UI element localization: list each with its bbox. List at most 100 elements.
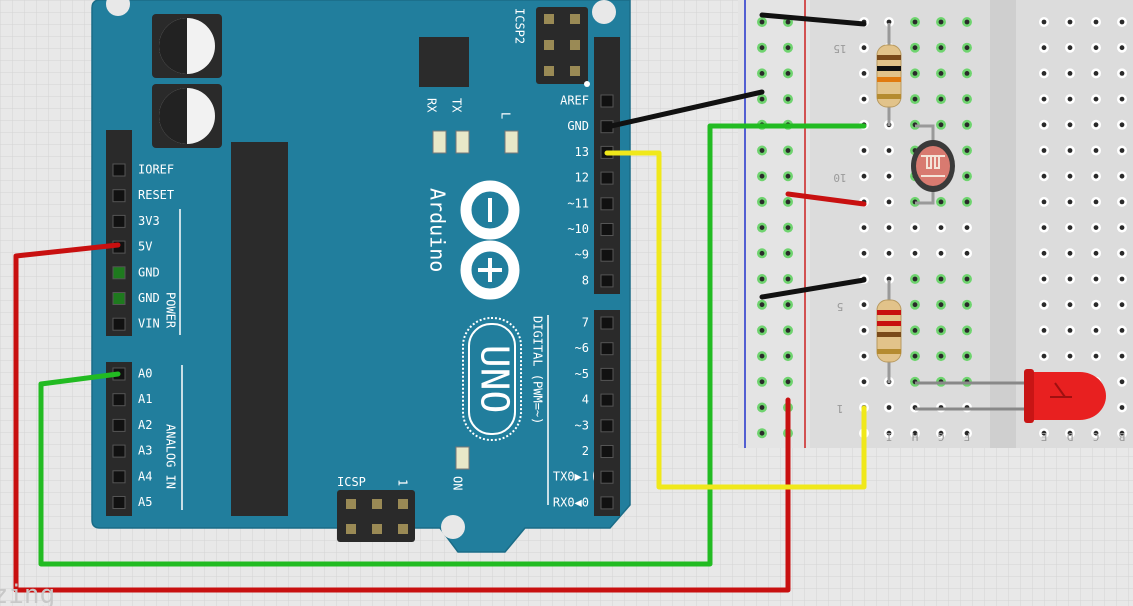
digital-header-upper bbox=[594, 37, 620, 294]
capacitor bbox=[152, 14, 222, 78]
resistor-top[interactable] bbox=[876, 23, 902, 126]
pin-label: ~9 bbox=[575, 248, 589, 262]
header-pin-gnd[interactable] bbox=[112, 292, 126, 305]
column-letter-g: G bbox=[938, 430, 945, 443]
column-letter-b: B bbox=[1118, 430, 1125, 443]
wire-5v[interactable] bbox=[13, 191, 867, 593]
row-number-5: 5 bbox=[837, 300, 844, 313]
mounting-hole bbox=[106, 0, 130, 16]
arduino-brand-text: Arduino bbox=[426, 188, 450, 272]
pin-label: 4 bbox=[582, 393, 589, 407]
pin-label: TX0▶1 bbox=[553, 470, 589, 484]
resistor-bottom[interactable] bbox=[876, 280, 902, 383]
pin-label: 12 bbox=[575, 171, 589, 185]
column-letter-c: C bbox=[1093, 430, 1100, 443]
column-letter-h: H bbox=[912, 430, 919, 443]
breadboard-center-channel bbox=[990, 0, 1016, 448]
wire-pin13[interactable] bbox=[604, 150, 867, 490]
pin-label: AREF bbox=[560, 94, 589, 108]
mounting-hole bbox=[441, 515, 465, 539]
wire-gnd[interactable] bbox=[604, 12, 867, 300]
header-pin-7[interactable] bbox=[600, 316, 614, 330]
pin-label: RESET bbox=[138, 188, 174, 202]
on-led-label: ON bbox=[451, 476, 465, 490]
pin-label: ~3 bbox=[575, 418, 589, 432]
icsp2-header bbox=[536, 7, 588, 84]
header-pin--11[interactable] bbox=[600, 197, 614, 211]
header-pin-a3[interactable] bbox=[112, 444, 126, 458]
pin-marker-dot bbox=[584, 81, 590, 87]
digital-header-lower bbox=[594, 310, 620, 516]
mounting-hole bbox=[592, 0, 616, 24]
pin-label: 7 bbox=[582, 316, 589, 330]
rx-led bbox=[432, 130, 447, 154]
header-pin-ioref[interactable] bbox=[112, 163, 126, 177]
header-pin-a2[interactable] bbox=[112, 418, 126, 432]
red-led[interactable] bbox=[915, 369, 1106, 423]
wire-a0[interactable] bbox=[38, 123, 867, 567]
photoresistor[interactable] bbox=[911, 124, 955, 205]
breadboard-column-letters: I H G F E D C B bbox=[886, 430, 1126, 443]
column-letter-d: D bbox=[1067, 430, 1074, 443]
header-pin-tx0-1[interactable] bbox=[600, 470, 614, 484]
pin-label: 5V bbox=[138, 240, 152, 254]
power-header-label: POWER bbox=[164, 292, 178, 329]
digital-header-label: DIGITAL (PWM=~) bbox=[531, 316, 545, 424]
uno-model-text: UNO bbox=[473, 345, 517, 414]
pin-label: 8 bbox=[582, 273, 589, 287]
pin-label: ~11 bbox=[567, 196, 589, 210]
header-pin-3v3[interactable] bbox=[112, 214, 126, 228]
header-pin-a1[interactable] bbox=[112, 393, 126, 407]
column-letter-f: F bbox=[964, 430, 971, 443]
row-number-1: 1 bbox=[837, 402, 844, 415]
pin-label: A3 bbox=[138, 444, 152, 458]
on-led bbox=[455, 446, 470, 470]
pin-label: A5 bbox=[138, 495, 152, 509]
header-pin-aref[interactable] bbox=[600, 94, 614, 108]
breadboard-row-numbers: 15 10 5 1 bbox=[833, 42, 846, 415]
arduino-uno-board[interactable]: ICSP2 RX TX L ON Arduino UNO bbox=[91, 0, 631, 553]
column-letter-i: I bbox=[886, 430, 893, 443]
pin-label: ~6 bbox=[575, 341, 589, 355]
header-pin-2[interactable] bbox=[600, 445, 614, 458]
pin-label: A0 bbox=[138, 367, 152, 381]
rx-led-label: RX bbox=[425, 98, 439, 113]
pin-label: GND bbox=[138, 291, 160, 305]
header-pin-a4[interactable] bbox=[112, 470, 126, 484]
arduino-logo bbox=[460, 180, 520, 300]
pin-label: A4 bbox=[138, 469, 152, 483]
analog-header-label: ANALOG IN bbox=[164, 424, 178, 489]
header-pin-12[interactable] bbox=[600, 171, 614, 185]
pin-label: VIN bbox=[138, 317, 160, 331]
atmega-chip bbox=[231, 142, 288, 516]
analog-header bbox=[106, 362, 132, 516]
row-number-15: 15 bbox=[833, 42, 846, 55]
breadboard: 15 10 5 1 I H G F E D C B bbox=[738, 0, 1133, 448]
icsp-label: ICSP bbox=[337, 475, 366, 489]
header-pin--9[interactable] bbox=[600, 248, 614, 262]
pin-label: GND bbox=[138, 265, 160, 279]
l-led bbox=[504, 130, 519, 154]
pin-label: 3V3 bbox=[138, 214, 160, 228]
header-pin-reset[interactable] bbox=[112, 189, 126, 203]
header-pin--10[interactable] bbox=[600, 223, 614, 236]
header-pin-a5[interactable] bbox=[112, 496, 126, 509]
header-pin-vin[interactable] bbox=[112, 317, 126, 331]
header-pin--6[interactable] bbox=[600, 342, 614, 356]
pin-label: ~10 bbox=[567, 222, 589, 236]
header-pin-rx0-0[interactable] bbox=[600, 496, 614, 510]
pin-label: GND bbox=[567, 119, 589, 133]
uno-badge bbox=[462, 317, 522, 441]
icsp-pin1-label: 1 bbox=[396, 479, 410, 486]
row-number-10: 10 bbox=[833, 171, 846, 184]
header-pin-gnd[interactable] bbox=[112, 266, 126, 280]
pin-label: 2 bbox=[582, 444, 589, 458]
header-pin-8[interactable] bbox=[600, 274, 614, 288]
header-pin--3[interactable] bbox=[600, 419, 614, 433]
header-pin--5[interactable] bbox=[600, 367, 614, 381]
header-pin-4[interactable] bbox=[600, 393, 614, 407]
